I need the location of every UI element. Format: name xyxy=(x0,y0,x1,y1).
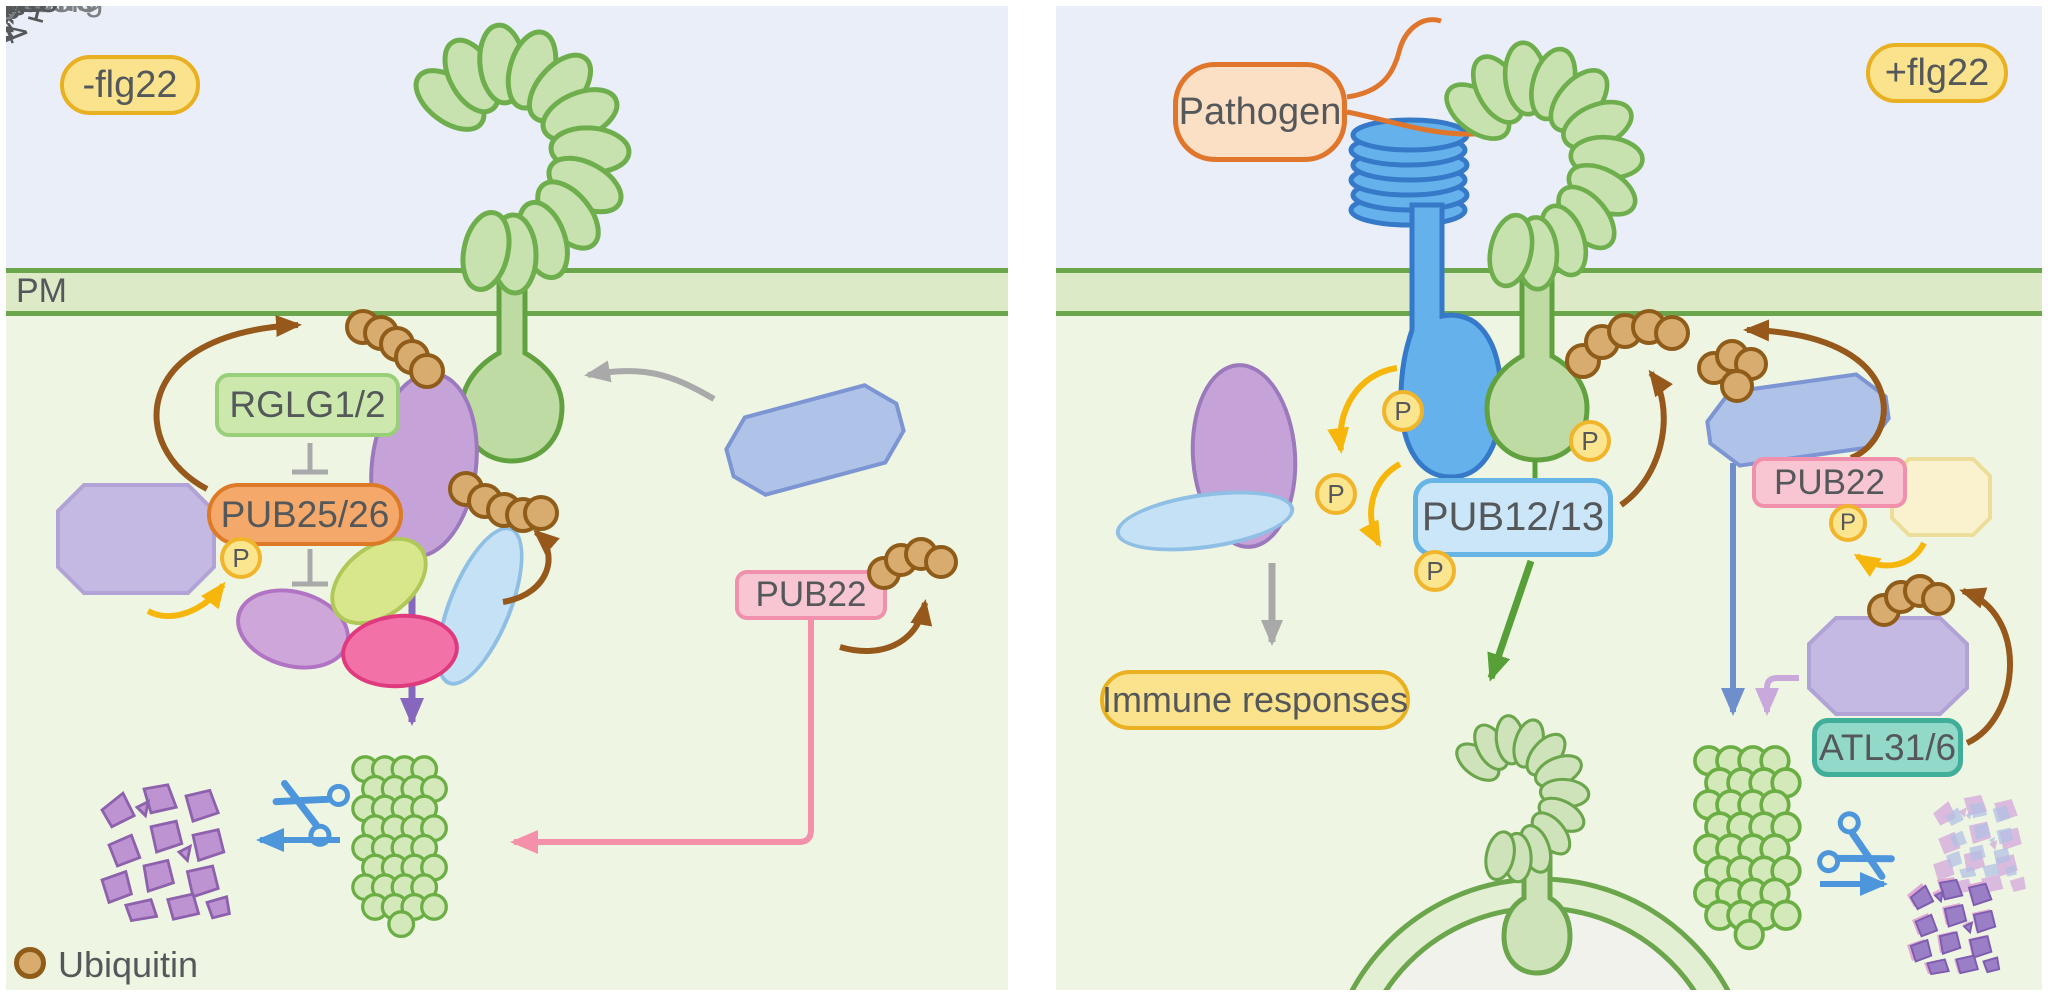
panel-minus-flg22 xyxy=(6,6,1008,990)
pathogen-box: Pathogen xyxy=(1173,62,1347,162)
pub2526-box: PUB25/26 xyxy=(207,483,403,546)
extracellular-space-left xyxy=(6,6,1008,268)
ubiquitin-legend-label: Ubiquitin xyxy=(58,944,199,985)
pub1213-box: PUB12/13 xyxy=(1413,478,1613,557)
phospho-badge-pub22: P xyxy=(1829,504,1867,542)
plasma-membrane-left xyxy=(6,268,1008,316)
cytoplasm-left xyxy=(6,316,1008,990)
margin-left xyxy=(0,0,6,995)
margin-right xyxy=(2042,0,2048,995)
phospho-badge-bak1: P xyxy=(1382,390,1424,432)
panel-gap xyxy=(1008,0,1056,995)
plasma-membrane-right xyxy=(1056,268,2042,316)
phospho-badge-pub1213: P xyxy=(1414,550,1456,592)
phospho-badge-pub2526: P xyxy=(220,537,262,579)
pub22-box-left: PUB22 xyxy=(735,570,887,620)
pub22-box-right: PUB22 xyxy=(1752,457,1907,508)
phospho-badge-bik1: P xyxy=(1315,473,1357,515)
rglg12-box: RGLG1/2 xyxy=(215,373,400,437)
pm-label: PM xyxy=(16,272,67,310)
plus-flg22-badge: +flg22 xyxy=(1866,43,2008,103)
atl316-box: ATL31/6 xyxy=(1812,718,1963,777)
ubiquitin-legend-dot xyxy=(14,947,46,979)
minus-flg22-badge: -flg22 xyxy=(60,55,200,115)
immune-responses-box: Immune responses xyxy=(1100,670,1410,730)
phospho-badge-fls2: P xyxy=(1569,420,1611,462)
